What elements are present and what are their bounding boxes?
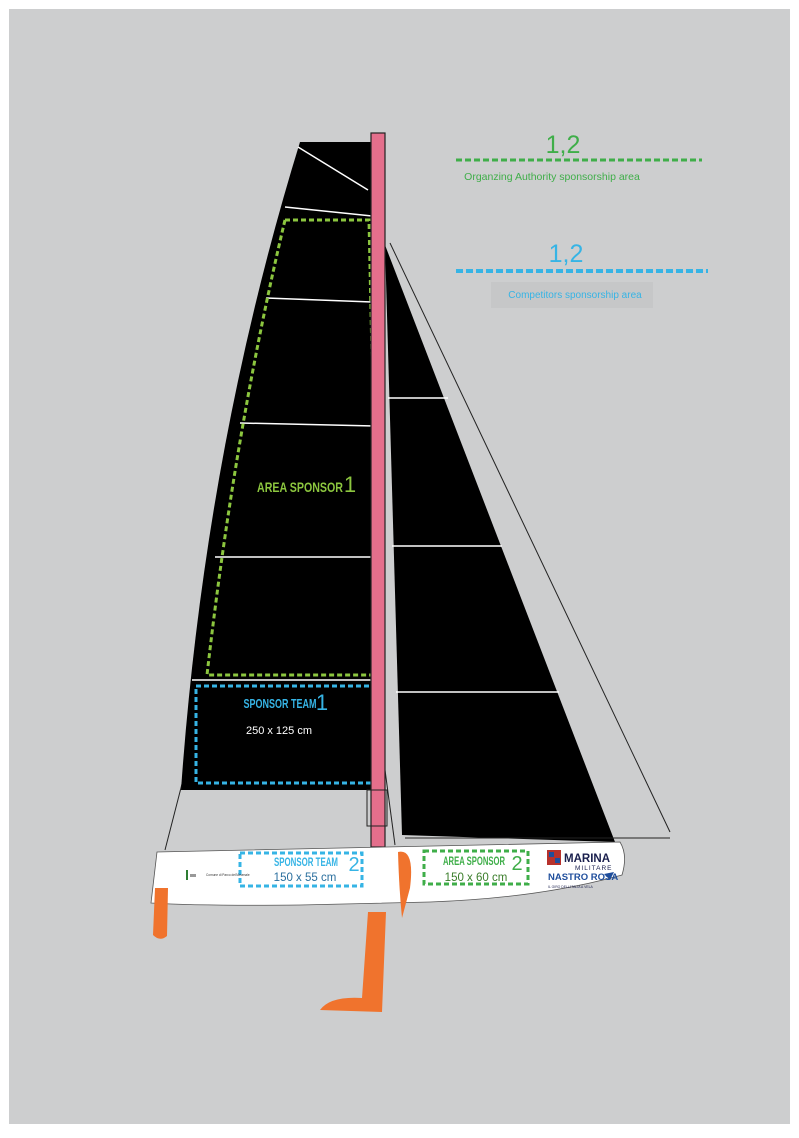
area-sponsor-2-box: [422, 849, 530, 886]
mainsail: [181, 142, 383, 790]
sponsor-team-1-box: [194, 684, 381, 785]
sponsor-team-2-number: 2: [348, 854, 359, 876]
area-sponsor-2-size: 150 x 60 cm: [445, 872, 508, 884]
sponsor-team-1-number: 1: [316, 690, 328, 715]
legend-organizing-number: 1,2: [546, 131, 581, 159]
mast-step: [366, 789, 388, 827]
sponsor-team-1-size: 250 x 125 cm: [246, 725, 312, 737]
area-sponsor-1-box: [205, 218, 381, 677]
brand-marina: MARINA: [564, 853, 610, 865]
sponsor-team-2-label: SPONSOR TEAM: [274, 855, 338, 869]
ribbon-icon: [604, 872, 614, 880]
area-sponsor-1-label: AREA SPONSOR: [257, 479, 343, 495]
left-hull-logo: Comune di Parco dell'Arsenale: [186, 870, 250, 880]
sponsor-team-2-box: [238, 851, 364, 888]
main-batten-2: [284, 206, 373, 217]
brand-tagline: IL GIRO DELL'ITALIA A VELA: [548, 885, 593, 889]
main-batten-1: [297, 146, 369, 191]
brand-militare: MILITARE: [575, 865, 613, 872]
keel: [320, 912, 386, 1012]
legend-competitors-number: 1,2: [549, 240, 584, 268]
front-foil: [398, 851, 412, 918]
sponsor-team-1-label: SPONSOR TEAM: [244, 697, 317, 711]
left-logo-mark: [186, 870, 188, 880]
marina-militare-logo: MARINA MILITARE NASTRO ROSA IL GIRO DELL…: [547, 850, 618, 889]
forestay-line: [389, 242, 671, 833]
hull: [150, 841, 625, 906]
rudder: [153, 888, 168, 939]
area-sponsor-2-number: 2: [511, 853, 522, 875]
backstay-line: [164, 779, 184, 851]
leech-line: [384, 769, 396, 846]
brand-nastro-rosa: NASTRO ROSA: [548, 872, 618, 883]
left-logo-text: Comune di Parco dell'Arsenale: [206, 873, 250, 877]
sponsor-team-2-size: 150 x 55 cm: [274, 872, 337, 884]
main-batten-4: [239, 422, 376, 427]
legend-competitors-box: [491, 282, 653, 308]
area-sponsor-2-label: AREA SPONSOR: [443, 854, 505, 868]
mast: [370, 132, 386, 848]
area-sponsor-1-number: 1: [344, 472, 356, 497]
legend-organizing-text: Organzing Authority sponsorship area: [464, 171, 640, 183]
main-batten-3: [265, 297, 373, 303]
legend-competitors-text: Competitors sponsorship area: [508, 290, 642, 301]
